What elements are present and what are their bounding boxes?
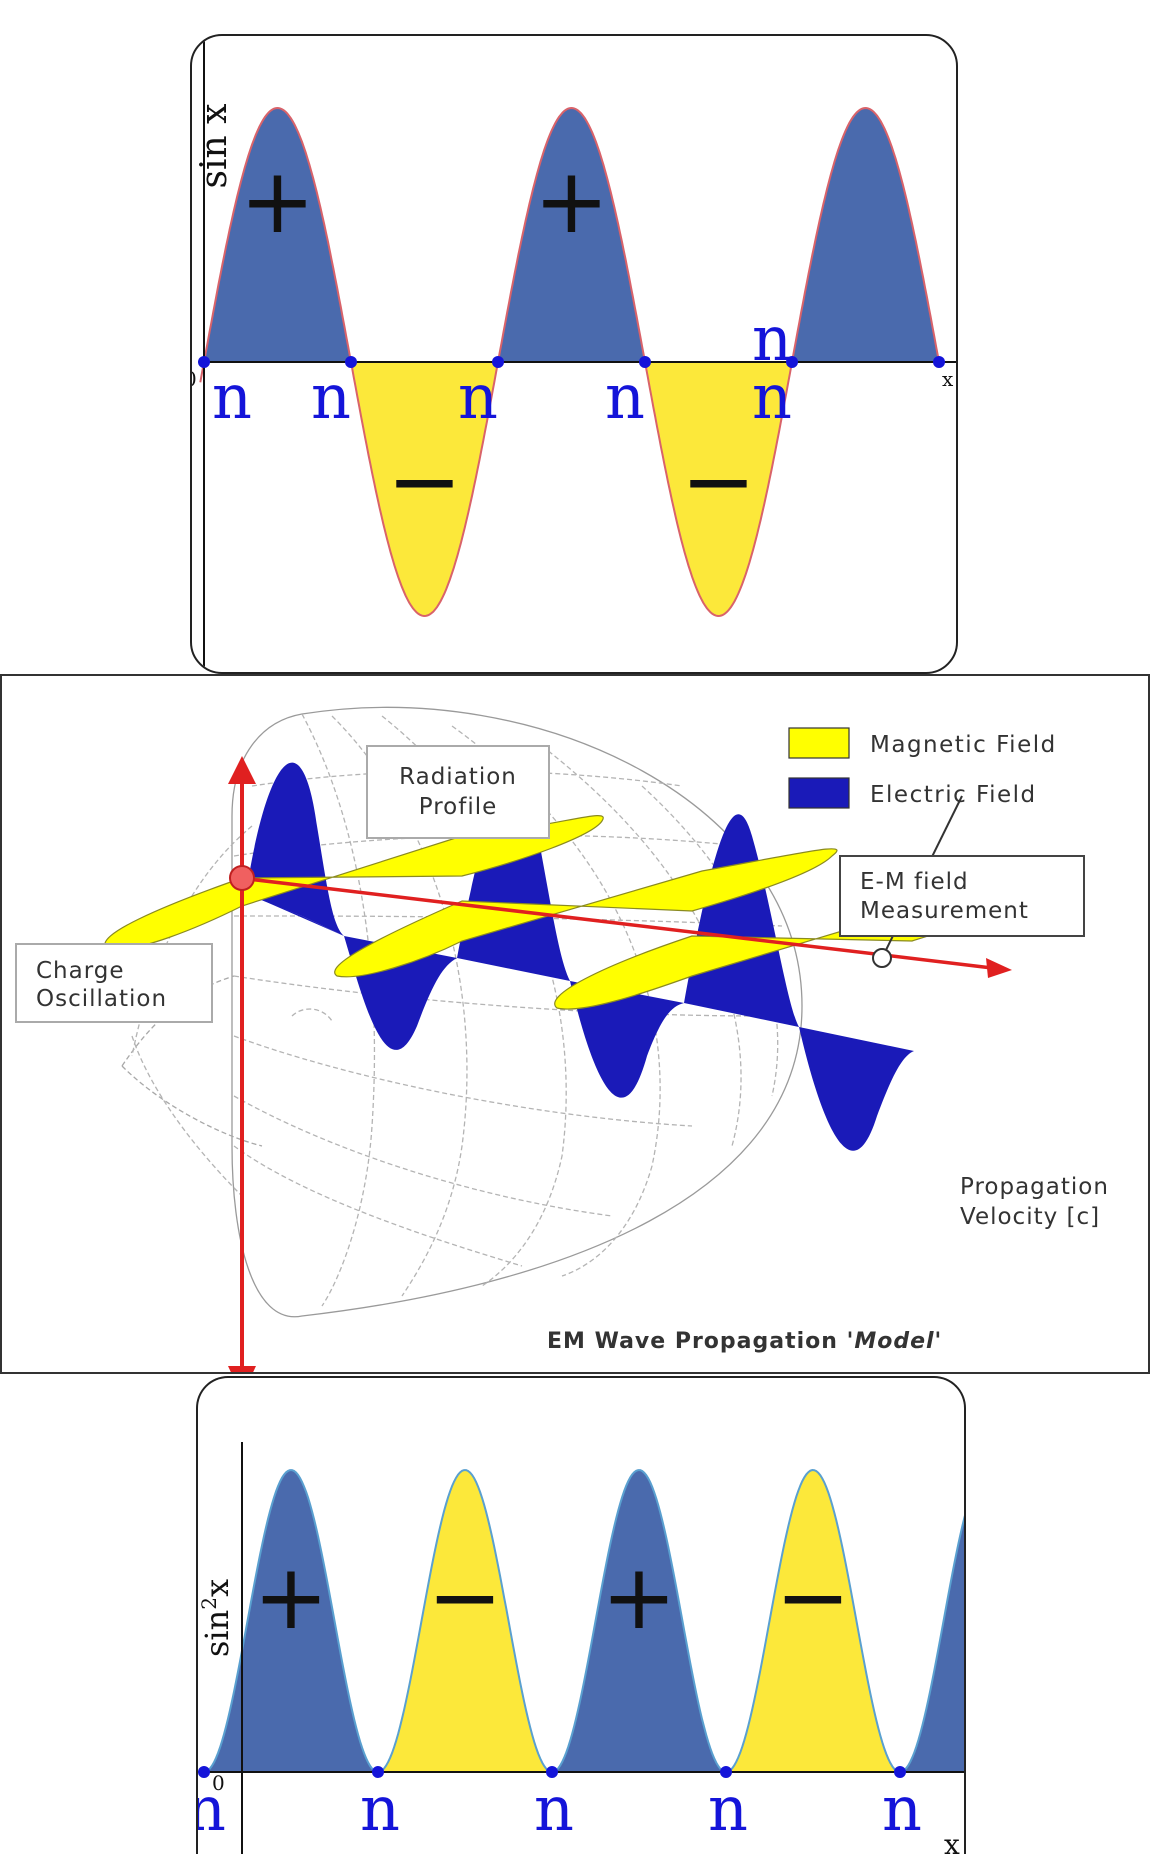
negative-lobe: [645, 362, 792, 616]
node-label: n: [360, 1772, 400, 1845]
em-wave-svg: Magnetic Field Electric Field Radiation …: [15, 706, 1109, 1372]
electric-lobe: [799, 1027, 914, 1151]
positive-lobe: [498, 108, 645, 362]
sin-squared-curve: [203, 1468, 964, 1774]
charge-oscillation-line2: Oscillation: [36, 986, 167, 1012]
measurement-line1: E-M field: [860, 869, 969, 895]
positive-sign: +: [534, 149, 609, 254]
node-label: n: [212, 360, 252, 433]
positive-lobe: [792, 108, 939, 362]
legend: Magnetic Field Electric Field: [788, 727, 1057, 809]
x-axis-label: x: [944, 1828, 960, 1854]
negative-lobe: [726, 1470, 900, 1772]
node-label: n: [458, 360, 498, 433]
electric-lobe: [248, 894, 344, 936]
legend-label-magnetic: Magnetic Field: [870, 732, 1057, 758]
positive-lobe: [552, 1470, 726, 1772]
node-label: n: [534, 1772, 574, 1845]
node-point: [492, 356, 504, 368]
node-point: [933, 356, 945, 368]
node-point: [372, 1766, 384, 1778]
node-label: n: [882, 1772, 922, 1845]
positive-lobe: [204, 108, 351, 362]
y-axis-label: sin2x: [198, 1579, 236, 1657]
origin-label: 0: [192, 367, 197, 391]
propagation-axis: [239, 876, 1012, 978]
em-wave-diagram: Magnetic Field Electric Field Radiation …: [0, 674, 1150, 1374]
node-label: n: [752, 360, 792, 433]
origin-label: 0: [212, 1771, 225, 1795]
electric-lobe: [570, 981, 684, 1098]
negative-sign: −: [681, 429, 756, 534]
node-point: [786, 356, 798, 368]
sin-x-curve: [199, 106, 941, 618]
radiation-profile-line2: Profile: [419, 794, 498, 820]
radiation-profile-line1: Radiation: [399, 764, 517, 790]
node-point: [345, 356, 357, 368]
node-point: [894, 1766, 906, 1778]
node-label: n: [708, 1772, 748, 1845]
node-point: [639, 356, 651, 368]
node-label: n: [605, 360, 645, 433]
negative-sign: −: [775, 1545, 850, 1650]
node-point: [720, 1766, 732, 1778]
node-label: n: [311, 360, 351, 433]
positive-lobe: [204, 1470, 378, 1772]
measurement-callout: E-M field Measurement: [839, 855, 1085, 937]
measurement-point: [872, 948, 892, 968]
negative-sign: −: [427, 1545, 502, 1650]
x-axis-label: x: [942, 367, 954, 391]
node-point: [198, 1766, 210, 1778]
node-point: [198, 356, 210, 368]
positive-sign: +: [601, 1545, 676, 1650]
electric-lobe: [246, 762, 344, 936]
positive-sign: +: [240, 149, 315, 254]
charge-oscillation-callout: Charge Oscillation: [15, 943, 213, 1023]
node-label: n: [198, 1772, 226, 1845]
node-point: [546, 1766, 558, 1778]
node-label: n: [752, 302, 792, 375]
charge-point: [229, 865, 255, 891]
propagation-line2: Velocity [c]: [960, 1204, 1100, 1230]
measurement-line2: Measurement: [860, 898, 1029, 924]
magnetic-lobe: [334, 848, 838, 978]
legend-label-electric: Electric Field: [870, 782, 1037, 808]
positive-sign: +: [253, 1545, 328, 1650]
legend-swatch-electric: [788, 777, 850, 809]
diagram-caption: EM Wave Propagation 'Model': [547, 1329, 942, 1354]
y-axis-label: sin x: [194, 104, 235, 189]
charge-oscillation-line1: Charge: [36, 958, 125, 984]
radiation-profile-callout: Radiation Profile: [366, 745, 550, 839]
legend-swatch-magnetic: [788, 727, 850, 759]
electric-lobe: [684, 814, 799, 1027]
positive-lobe: [900, 1519, 964, 1772]
negative-lobe: [351, 362, 498, 616]
negative-sign: −: [387, 429, 462, 534]
propagation-line1: Propagation: [960, 1174, 1109, 1200]
negative-lobe: [378, 1470, 552, 1772]
